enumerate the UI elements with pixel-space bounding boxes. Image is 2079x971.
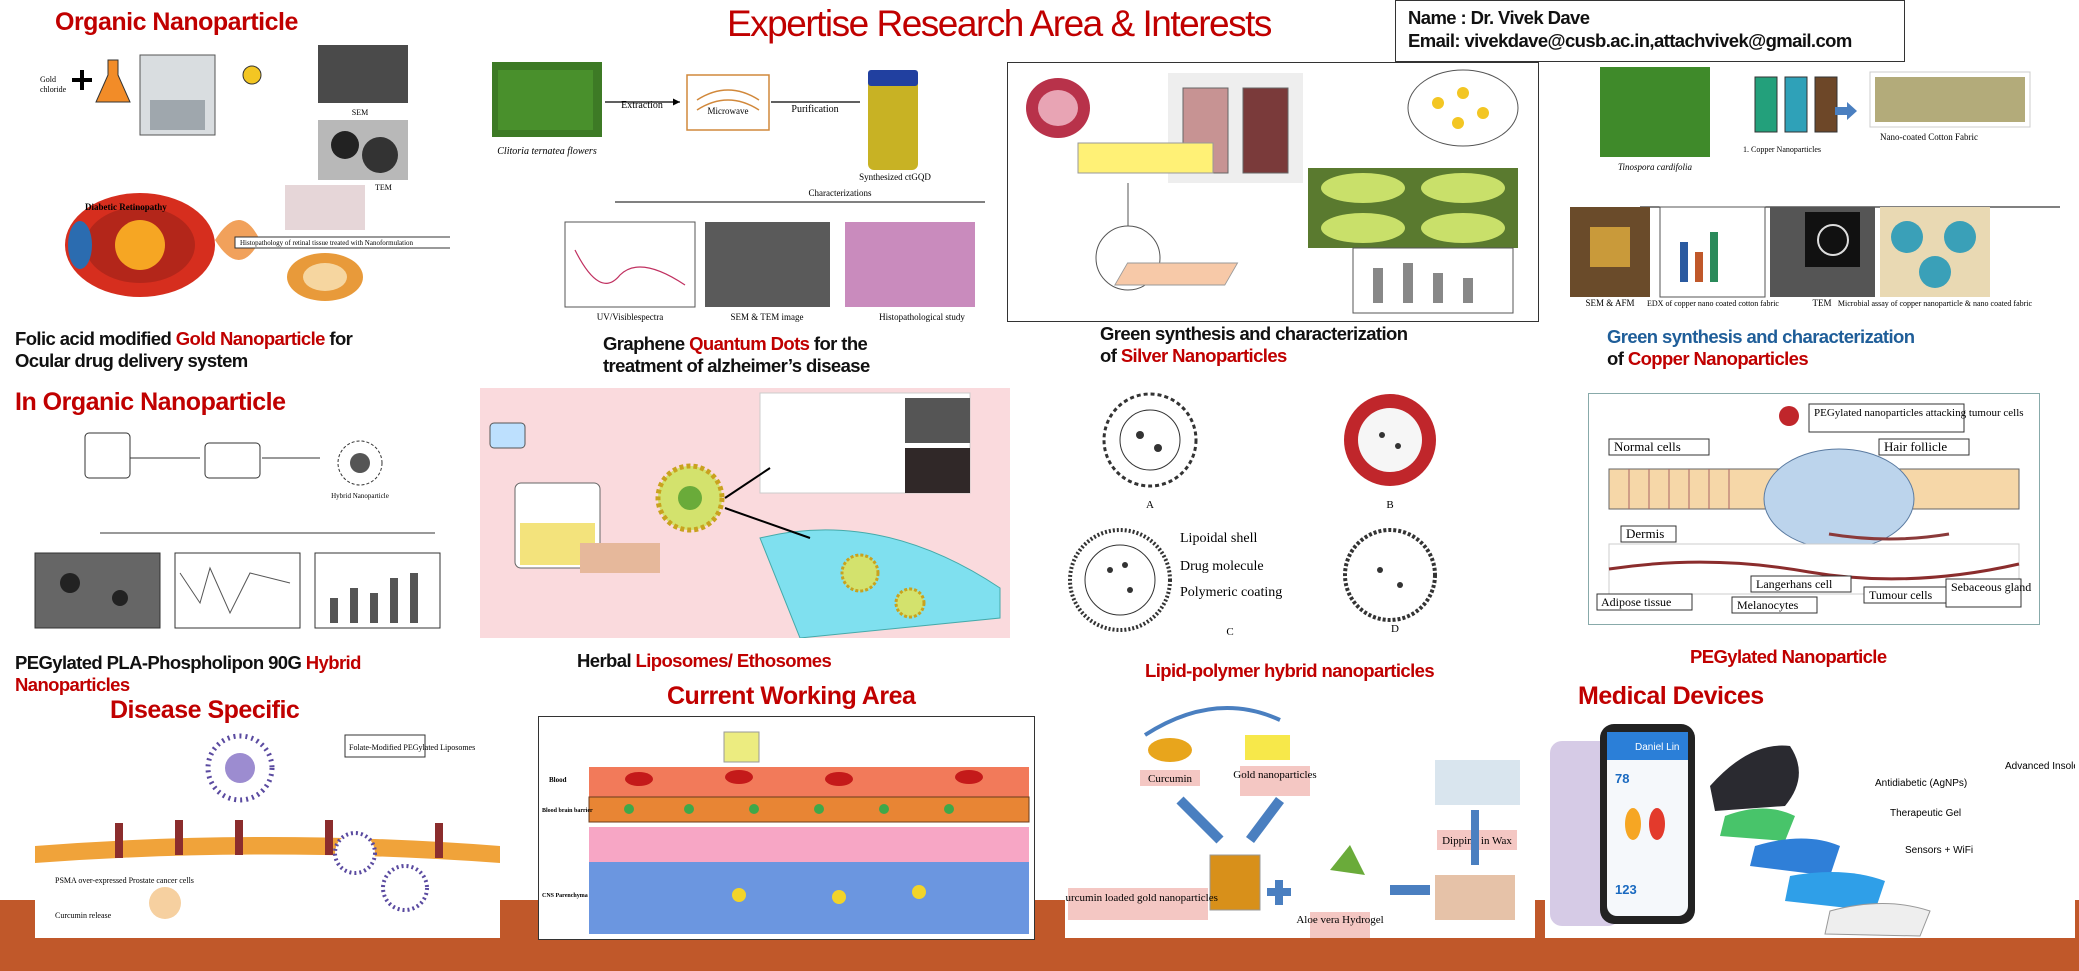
disease-specific-figure: Folate-Modified PEGylated Liposomes PSMA…: [35, 728, 500, 938]
label-dermis: Dermis: [1626, 526, 1664, 541]
section-title-organic: Organic Nanoparticle: [55, 8, 298, 36]
graphene-quantum-dots-figure: Clitoria ternatea flowers Extraction Mic…: [490, 60, 1000, 325]
gold-nanoparticle-figure: Gold chloride SEM TEM Diabetic Retinopat…: [30, 40, 450, 320]
svg-text:Histopathology of retinal tiss: Histopathology of retinal tissue treated…: [240, 239, 414, 247]
label-tem2: TEM: [1813, 298, 1832, 308]
label-curcumin-loaded: Curcumin loaded gold nanoparticles: [1065, 892, 1218, 904]
label-curcumin: Curcumin: [1148, 773, 1192, 785]
bbb-diagram: Blood Blood brain barrier CNS Parenchyma: [542, 731, 1030, 934]
label-microwave: Microwave: [708, 106, 749, 116]
contact-box: Name : Dr. Vivek Dave Email: vivekdave@c…: [1395, 0, 1905, 62]
label-sensors: Sensors + WiFi: [1905, 845, 1973, 856]
lipid-polymer-diagram: A B Lipoidal shell Drug molecule Polymer…: [1068, 392, 1437, 638]
page-title: Expertise Research Area & Interests: [727, 3, 1272, 44]
label-characterizations: Characterizations: [809, 188, 872, 198]
label-antidiabetic: Antidiabetic (AgNPs): [1875, 778, 1967, 789]
label-brain-barrier: Blood brain barrier: [542, 808, 593, 814]
caption-pegylated: PEGylated Nanoparticle: [1690, 646, 1887, 667]
liposome-diagram: [489, 392, 1001, 638]
wound-diagram: Curcumin Gold nanoparticles Curcumin loa…: [1065, 706, 1520, 938]
medical-devices-figure: Daniel Lin 78 123 Antidiabetic (AgNPs) T…: [1545, 716, 2075, 938]
label-letter-c: C: [1226, 626, 1233, 638]
label-123: 123: [1615, 882, 1637, 897]
label-lipoidal: Lipoidal shell: [1180, 531, 1257, 546]
contact-name: Name : Dr. Vivek Dave: [1408, 7, 1590, 28]
label-letter-a: A: [1146, 499, 1154, 511]
label-peg-attack: PEGylated nanoparticles attacking tumour…: [1814, 407, 2024, 419]
insole-diagram: Daniel Lin 78 123 Antidiabetic (AgNPs) T…: [1550, 724, 2075, 937]
pegylated-diagram: Normal cells Hair follicle PEGylated nan…: [1596, 403, 2031, 614]
gqd-diagram: Clitoria ternatea flowers Extraction Mic…: [492, 62, 985, 322]
label-purification: Purification: [791, 104, 838, 115]
label-cotton: Nano-coated Cotton Fabric: [1880, 132, 1978, 142]
label-letter-b: B: [1386, 499, 1393, 511]
current-working-figure: Blood Blood brain barrier CNS Parenchyma: [538, 716, 1035, 940]
label-edx: EDX of copper nano coated cotton fabric: [1647, 299, 1779, 308]
label-gold-np: Gold nanoparticles: [1233, 769, 1316, 781]
label-extraction: Extraction: [621, 100, 663, 111]
copper-nanoparticles-figure: Tinospora cardifolia 1. Copper Nanoparti…: [1565, 62, 2075, 330]
label-adipose: Adipose tissue: [1601, 595, 1671, 609]
svg-text:SEM: SEM: [352, 108, 368, 117]
label-blood: Blood: [549, 776, 567, 784]
label-melanocytes: Melanocytes: [1737, 598, 1799, 612]
label-daniel: Daniel Lin: [1635, 742, 1679, 753]
silver-diagram: [1026, 69, 1519, 314]
label-micro: Microbial assay of copper nanoparticle &…: [1838, 299, 2033, 308]
copper-diagram: Tinospora cardifolia 1. Copper Nanoparti…: [1570, 67, 2060, 308]
contact-email[interactable]: Email: vivekdave@cusb.ac.in,attachvivek@…: [1408, 30, 1852, 51]
label-tumour: Tumour cells: [1869, 588, 1933, 602]
section-title-disease: Disease Specific: [110, 696, 300, 724]
hybrid-diagram: Hybrid Nanoparticle: [34, 432, 441, 629]
silver-nanoparticles-figure: [1007, 62, 1539, 322]
caption-gold-nanoparticle: Folic acid modified Gold Nanoparticle fo…: [15, 328, 353, 371]
label-advanced: Advanced Insole: [2005, 761, 2075, 772]
label-synth-ctgqd: Synthesized ctGQD: [859, 172, 931, 182]
caption-herbal-liposomes: Herbal Liposomes/ Ethosomes: [577, 650, 832, 671]
herbal-liposomes-figure: [480, 388, 1010, 638]
gold-synthesis-diagram: Gold chloride SEM TEM Diabetic Retinopat…: [40, 45, 450, 301]
label-therapeutic: Therapeutic Gel: [1890, 808, 1961, 819]
label-copper-np: 1. Copper Nanoparticles: [1743, 145, 1821, 154]
label-uv: UV/Visiblespectra: [597, 312, 663, 322]
hybrid-nanoparticle-figure: Hybrid Nanoparticle: [30, 423, 450, 633]
label-cns: CNS Parenchyma: [542, 893, 588, 899]
label-langerhans: Langerhans cell: [1756, 577, 1833, 591]
label-hybrid-np: Hybrid Nanoparticle: [331, 492, 389, 500]
label-hair: Hair follicle: [1884, 439, 1947, 454]
pegylated-figure: Normal cells Hair follicle PEGylated nan…: [1588, 393, 2040, 625]
label-clitoria: Clitoria ternatea flowers: [497, 146, 597, 157]
label-tinospora: Tinospora cardifolia: [1618, 162, 1692, 172]
label-folate: Folate-Modified PEGylated Liposomes: [349, 743, 475, 752]
caption-lipid-polymer: Lipid-polymer hybrid nanoparticles: [1145, 660, 1435, 681]
lipid-polymer-figure: A B Lipoidal shell Drug molecule Polymer…: [1030, 380, 1530, 645]
caption-copper-nanoparticles: Green synthesis and characterization of …: [1607, 326, 1915, 369]
section-title-current: Current Working Area: [667, 682, 916, 710]
wound-dressing-figure: Curcumin Gold nanoparticles Curcumin loa…: [1065, 690, 1535, 938]
label-polymeric: Polymeric coating: [1180, 585, 1282, 600]
section-title-medical: Medical Devices: [1578, 682, 1764, 710]
svg-text:chloride: chloride: [40, 85, 67, 94]
caption-silver-nanoparticles: Green synthesis and characterization of …: [1100, 323, 1408, 366]
label-sem-afm: SEM & AFM: [1585, 298, 1634, 308]
label-aloe: Aloe vera Hydrogel: [1296, 914, 1383, 926]
caption-graphene-quantum-dots: Graphene Quantum Dots for the treatment …: [603, 333, 870, 376]
label-sem-tem: SEM & TEM image: [730, 312, 803, 322]
label-normal-cells: Normal cells: [1614, 439, 1681, 454]
section-title-inorganic: In Organic Nanoparticle: [15, 388, 286, 416]
disease-diagram: Folate-Modified PEGylated Liposomes PSMA…: [35, 733, 500, 920]
label-histo: Histopathological study: [879, 312, 965, 322]
label-78: 78: [1615, 771, 1629, 786]
label-drug-mol: Drug molecule: [1180, 559, 1264, 574]
svg-text:Gold: Gold: [40, 75, 56, 84]
caption-hybrid-nanoparticles: PEGylated PLA-Phospholipon 90G Hybrid Na…: [15, 652, 361, 695]
svg-text:Diabetic Retinopathy: Diabetic Retinopathy: [85, 202, 167, 212]
svg-text:TEM: TEM: [375, 183, 392, 192]
label-curcumin-release: Curcumin release: [55, 911, 112, 920]
label-psma: PSMA over-expressed Prostate cancer cell…: [55, 876, 194, 885]
label-sebaceous: Sebaceous gland: [1951, 580, 2031, 594]
label-letter-d: D: [1391, 623, 1399, 635]
